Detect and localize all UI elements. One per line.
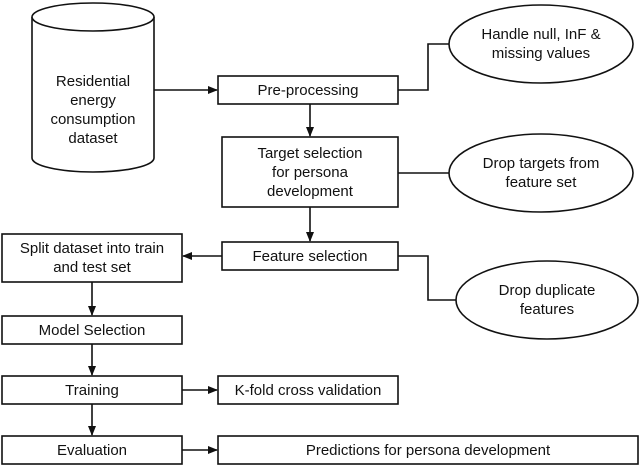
model-selection-box xyxy=(1,315,183,345)
target-selection-box xyxy=(221,136,399,208)
drop-duplicates-ellipse xyxy=(455,260,639,340)
dataset-cylinder xyxy=(31,2,155,173)
drop-targets-ellipse xyxy=(448,133,634,213)
evaluation-box xyxy=(1,435,183,465)
connector-feature-drop-duplicates xyxy=(398,255,456,301)
training-box xyxy=(1,375,183,405)
feature-selection-box xyxy=(221,241,399,271)
preprocessing-box xyxy=(217,75,399,105)
handle-null-ellipse xyxy=(448,4,634,84)
split-dataset-box xyxy=(1,233,183,283)
predictions-box xyxy=(217,435,639,465)
kfold-box xyxy=(217,375,399,405)
connector-preprocessing-handle-null xyxy=(398,43,449,91)
